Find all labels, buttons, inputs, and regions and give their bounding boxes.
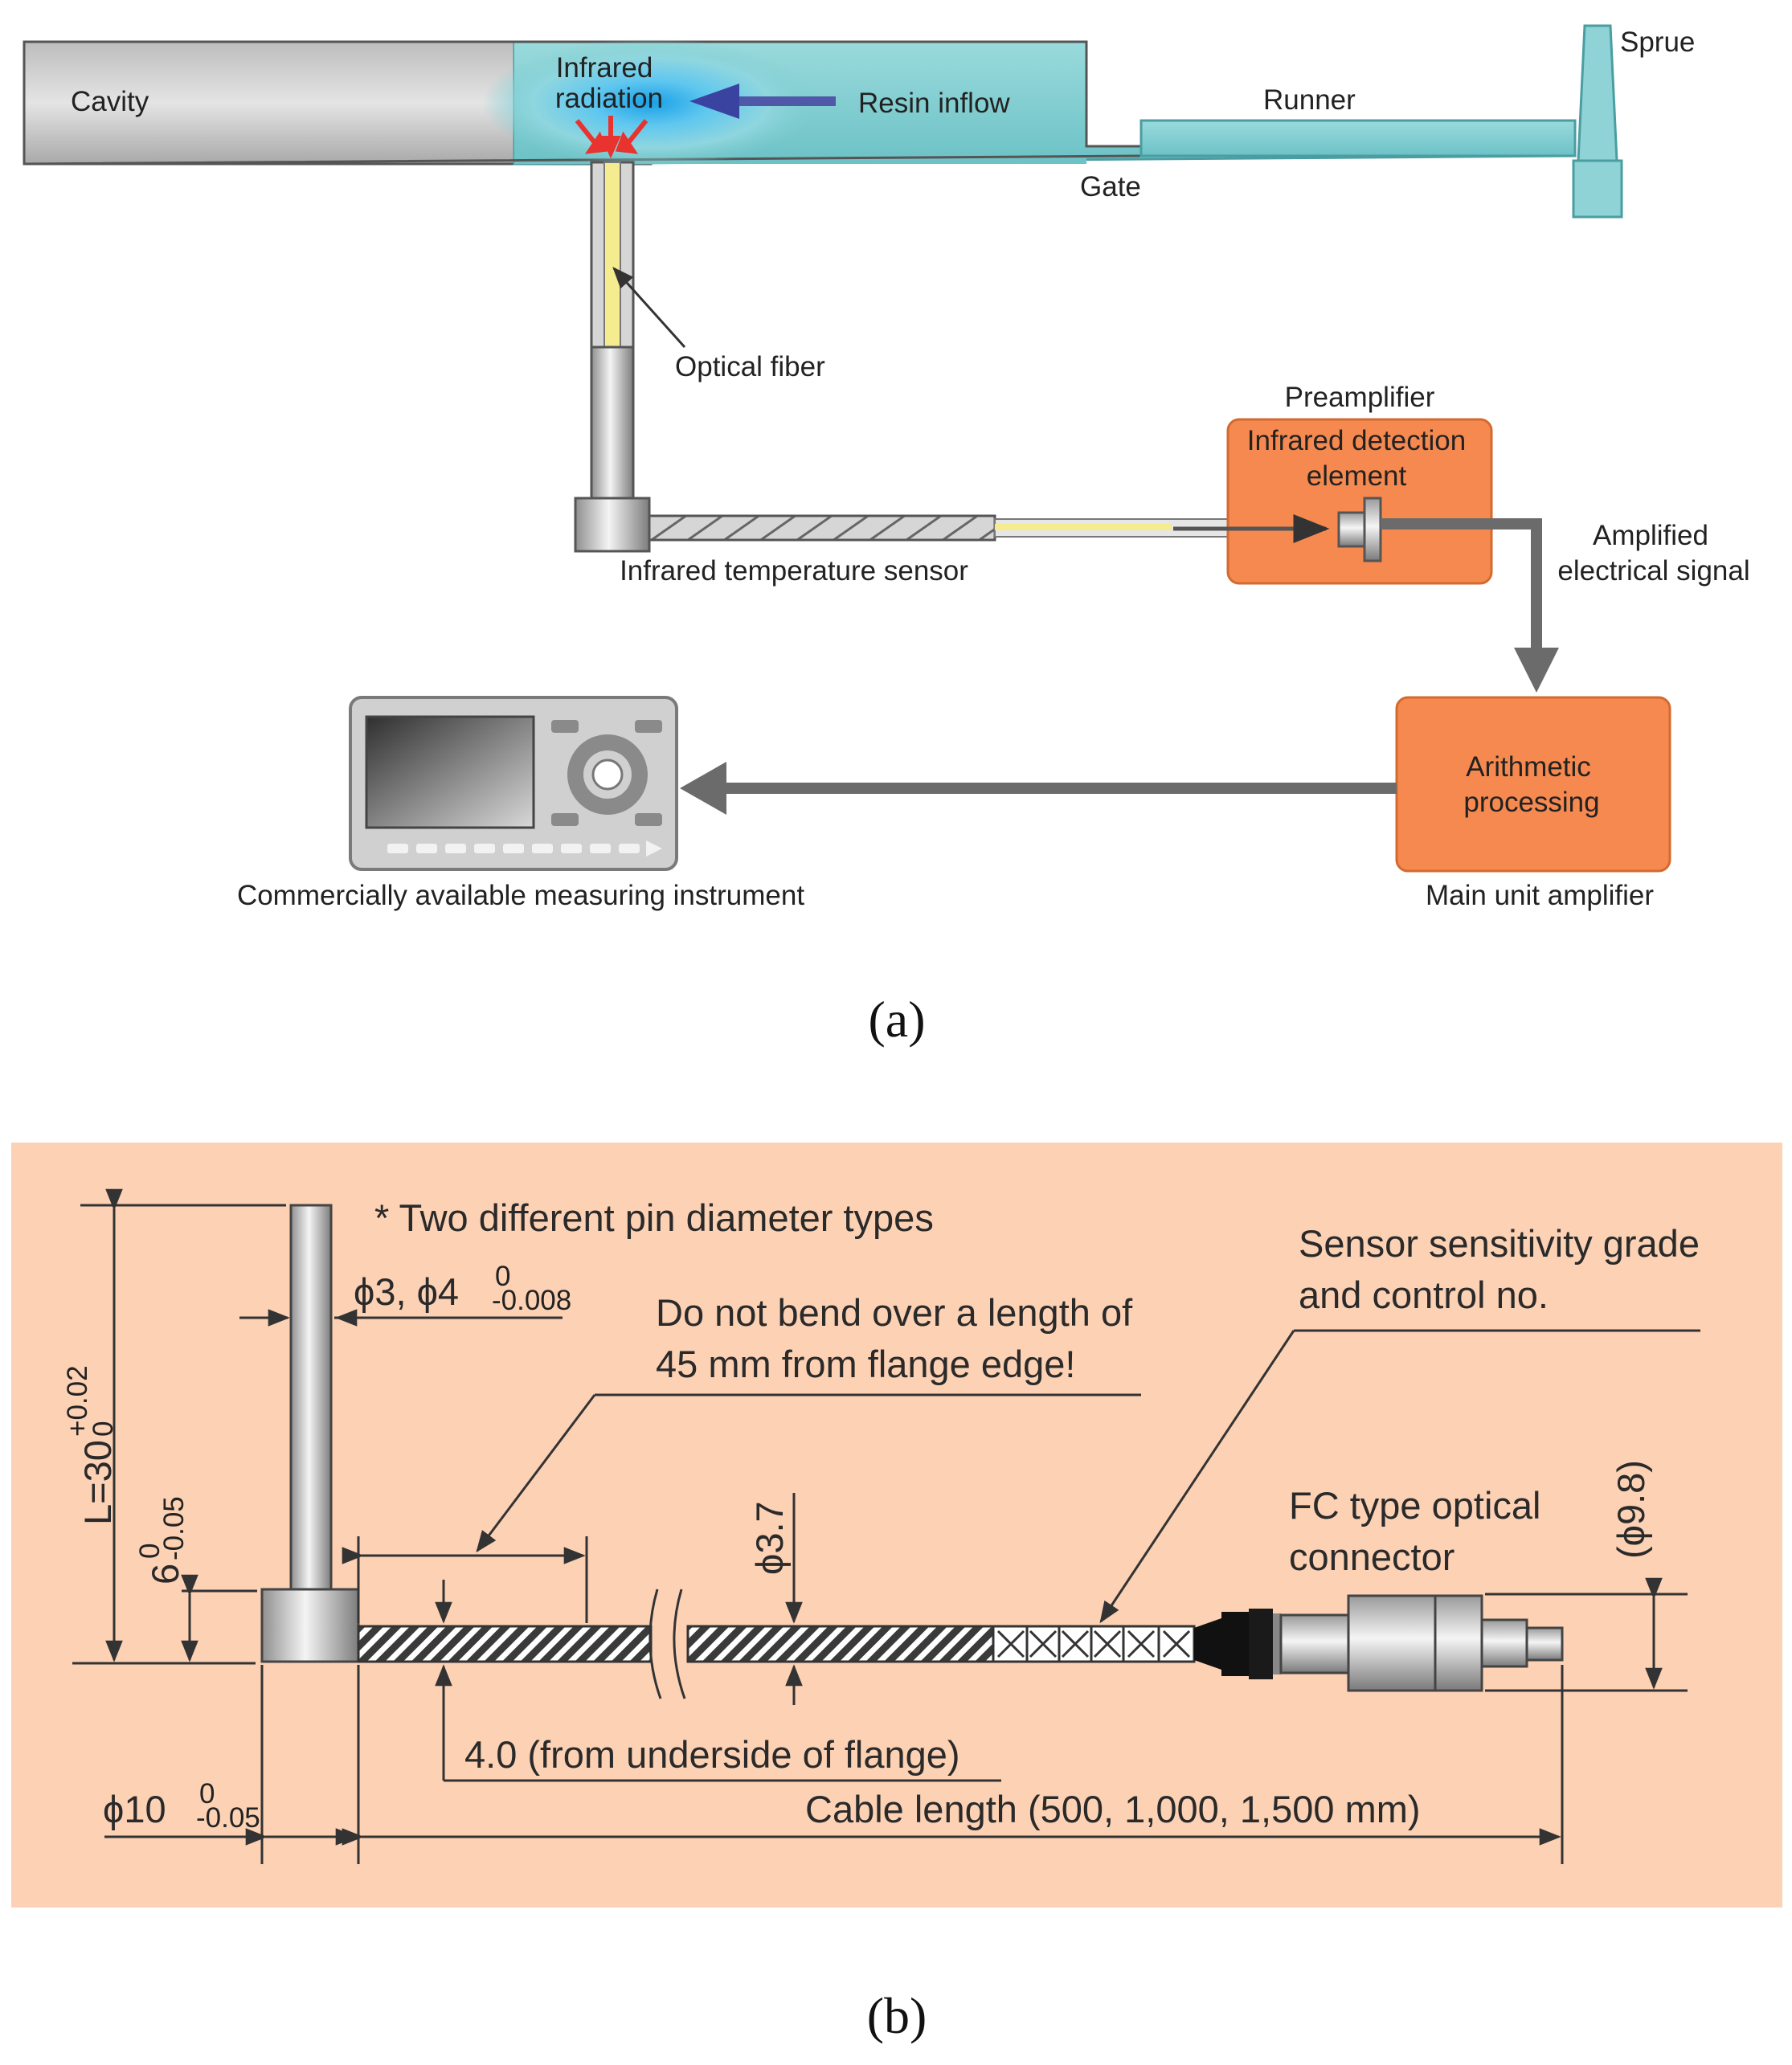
label-gate: Gate: [1080, 171, 1141, 202]
runner: [1139, 119, 1577, 157]
optical-fiber-core: [603, 162, 621, 348]
label-flange-height-tol-top: 0: [134, 1544, 166, 1559]
label-connector-1: FC type optical: [1289, 1484, 1540, 1527]
label-sprue: Sprue: [1620, 27, 1695, 58]
label-length-main: L=30: [76, 1440, 119, 1525]
label-pin-dia-tol-bottom: -0.008: [492, 1285, 571, 1316]
optical-fiber-leader: [612, 266, 686, 349]
panel-b: * Two different pin diameter types ϕ3, ϕ…: [11, 1143, 1782, 2044]
label-pin-types: * Two different pin diameter types: [374, 1196, 934, 1239]
sensor-cable: [648, 514, 996, 542]
detection-element-flange: [1363, 497, 1382, 562]
caption-a: (a): [868, 991, 925, 1048]
label-detection-1: Infrared detection: [1247, 425, 1466, 456]
infrared-glow: [482, 39, 820, 167]
label-pin-dia-tol-top: 0: [495, 1261, 510, 1292]
sprue-base: [1572, 159, 1623, 219]
label-arithmetic-2: processing: [1463, 787, 1599, 818]
label-sensor: Infrared temperature sensor: [620, 555, 968, 587]
measuring-instrument: [349, 696, 678, 871]
detection-element-body: [1337, 511, 1366, 548]
label-preamplifier: Preamplifier: [1285, 382, 1435, 413]
label-infrared-radiation-1: Infrared: [556, 52, 653, 84]
probe-body: [590, 346, 635, 501]
output-arrowhead: [680, 762, 726, 815]
label-arithmetic-1: Arithmetic: [1466, 751, 1591, 783]
panel-a: Cavity Infrared radiation Resin inflow R…: [23, 24, 1750, 1048]
label-optical-fiber: Optical fiber: [675, 351, 825, 382]
label-runner: Runner: [1263, 84, 1356, 116]
output-arrow-shaft: [722, 783, 1397, 794]
label-main-unit: Main unit amplifier: [1426, 880, 1654, 911]
instrument-screen: [365, 715, 535, 829]
label-sensitivity-2: and control no.: [1299, 1274, 1549, 1316]
label-flange-height-main: 6: [144, 1564, 186, 1585]
amplified-signal-arrow: [1381, 518, 1542, 649]
label-connector-2: connector: [1289, 1535, 1454, 1578]
label-detection-2: element: [1307, 460, 1407, 492]
label-no-bend-2: 45 mm from flange edge!: [656, 1343, 1076, 1385]
label-sensitivity-1: Sensor sensitivity grade: [1299, 1222, 1700, 1265]
drawing-flange: [260, 1588, 360, 1663]
drawing-cable-hatched-2: [686, 1625, 995, 1663]
label-cavity: Cavity: [71, 86, 149, 117]
radiation-arrows: [575, 116, 648, 159]
cable-break-mark: [648, 1589, 686, 1699]
label-infrared-radiation-2: radiation: [555, 83, 663, 114]
drawing-pin: [289, 1204, 333, 1593]
label-connector-dia: (ϕ9.8): [1610, 1460, 1652, 1559]
label-no-bend-1: Do not bend over a length of: [656, 1291, 1133, 1334]
label-flange-dia-tol-bottom: -0.05: [196, 1802, 260, 1834]
dimension-lines: [72, 1188, 1700, 1864]
caption-b: (b): [867, 1987, 927, 2044]
label-amplified-1: Amplified: [1593, 520, 1708, 551]
label-length-tol-bottom: 0: [88, 1421, 119, 1437]
serial-number-box: [992, 1625, 1196, 1663]
label-from-flange: 4.0 (from underside of flange): [464, 1733, 960, 1776]
label-instrument: Commercially available measuring instrum…: [237, 880, 804, 911]
drawing-cable-hatched-1: [357, 1625, 653, 1663]
resin-inflow-arrow: [689, 84, 836, 119]
main-unit-amplifier-box: [1395, 696, 1671, 873]
fiber-cable-core: [995, 524, 1172, 530]
label-pin-dia-main: ϕ3, ϕ4: [354, 1270, 459, 1313]
label-flange-dia-main: ϕ10: [103, 1788, 166, 1830]
fc-connector: [1194, 1594, 1564, 1692]
probe-flange: [574, 497, 651, 553]
label-flange-dia-tol-top: 0: [199, 1778, 215, 1809]
label-cable-length: Cable length (500, 1,000, 1,500 mm): [805, 1788, 1421, 1830]
label-length-tol-top: +0.02: [62, 1365, 93, 1437]
label-flange-height-tol-bottom: -0.05: [158, 1496, 190, 1560]
sprue: [1577, 24, 1618, 162]
amplified-signal-arrowhead: [1514, 648, 1559, 693]
label-resin-inflow: Resin inflow: [858, 88, 1010, 119]
label-cable-dia: ϕ3.7: [748, 1501, 791, 1575]
label-amplified-2: electrical signal: [1557, 555, 1749, 587]
